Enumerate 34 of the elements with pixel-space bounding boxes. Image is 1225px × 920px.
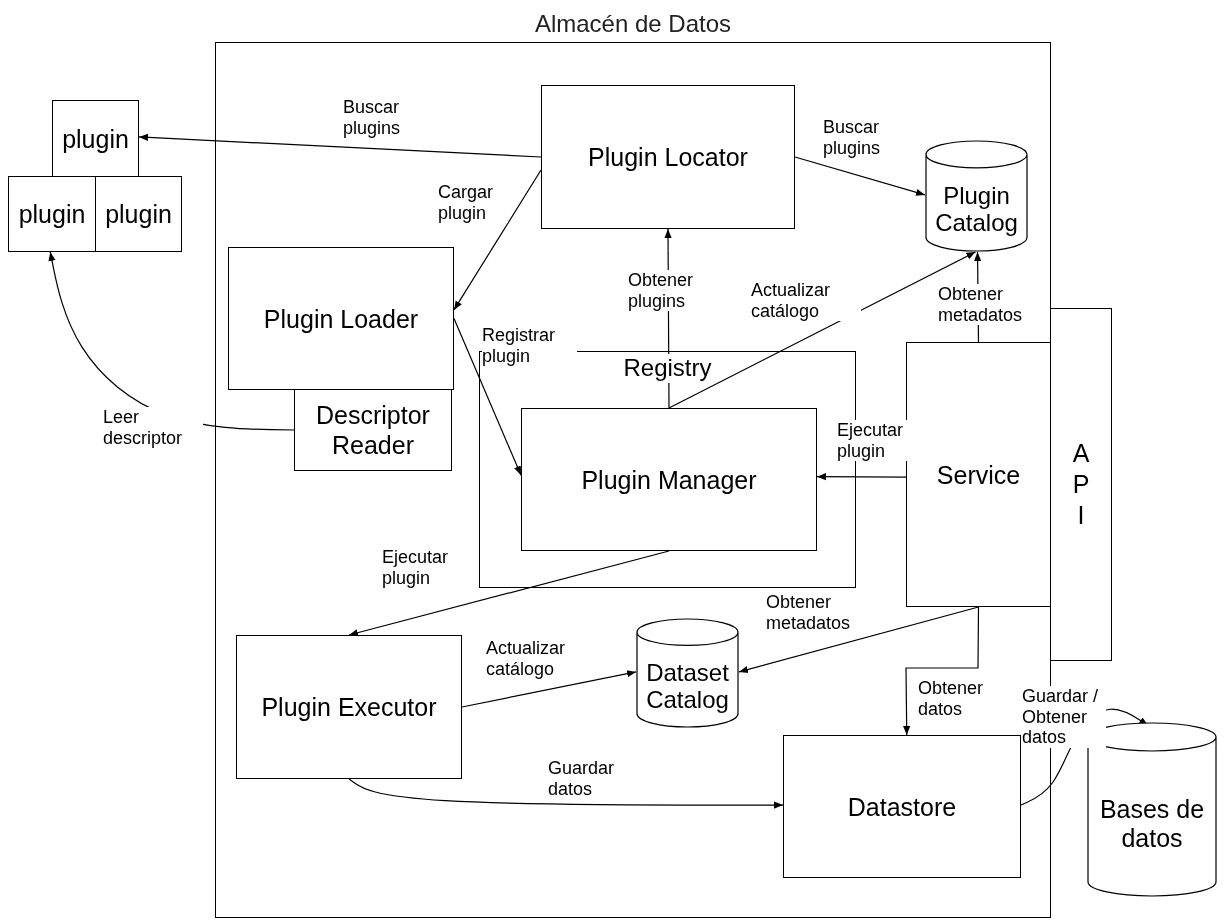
component-box — [228, 247, 454, 390]
edge-label: Leer descriptor — [103, 407, 203, 449]
plugin-box — [95, 176, 182, 252]
plugin-box — [8, 176, 96, 252]
plugin-box — [52, 100, 139, 177]
edge-label: Registrar plugin — [482, 325, 577, 367]
api-box — [1050, 308, 1112, 661]
component-box — [783, 735, 1021, 878]
service-box — [906, 342, 1051, 607]
node-label: plugin — [18, 199, 86, 229]
node-label: Plugin Locator — [587, 142, 749, 172]
node-label: Plugin Loader — [262, 303, 420, 334]
node-label: plugin — [105, 199, 172, 229]
node-label: plugin — [62, 123, 129, 154]
node-label: Service — [935, 459, 1022, 490]
boundary-title: Almacén de Datos — [534, 10, 732, 39]
node-label: A P I — [1071, 437, 1091, 532]
database-cylinder — [925, 140, 1028, 252]
edge-label: Guardar / Obtener datos — [1022, 686, 1106, 749]
component-box — [236, 635, 462, 779]
component-box — [521, 408, 817, 551]
node-label: Plugin Executor — [260, 692, 438, 722]
edge-label: Cargar plugin — [438, 182, 508, 224]
node-label: Plugin Catalog — [934, 181, 1019, 238]
node-label: Plugin Manager — [580, 464, 758, 495]
node-label: Bases de datos — [1098, 794, 1206, 853]
database-cylinder — [1087, 722, 1217, 897]
database-cylinder — [636, 618, 739, 728]
component-box — [294, 389, 452, 471]
node-label: Dataset Catalog — [645, 658, 730, 714]
component-box — [541, 85, 795, 229]
node-label: Datastore — [846, 791, 958, 822]
edge-label: Actualizar catálogo — [751, 280, 861, 322]
node-label: Descriptor Reader — [315, 400, 431, 460]
